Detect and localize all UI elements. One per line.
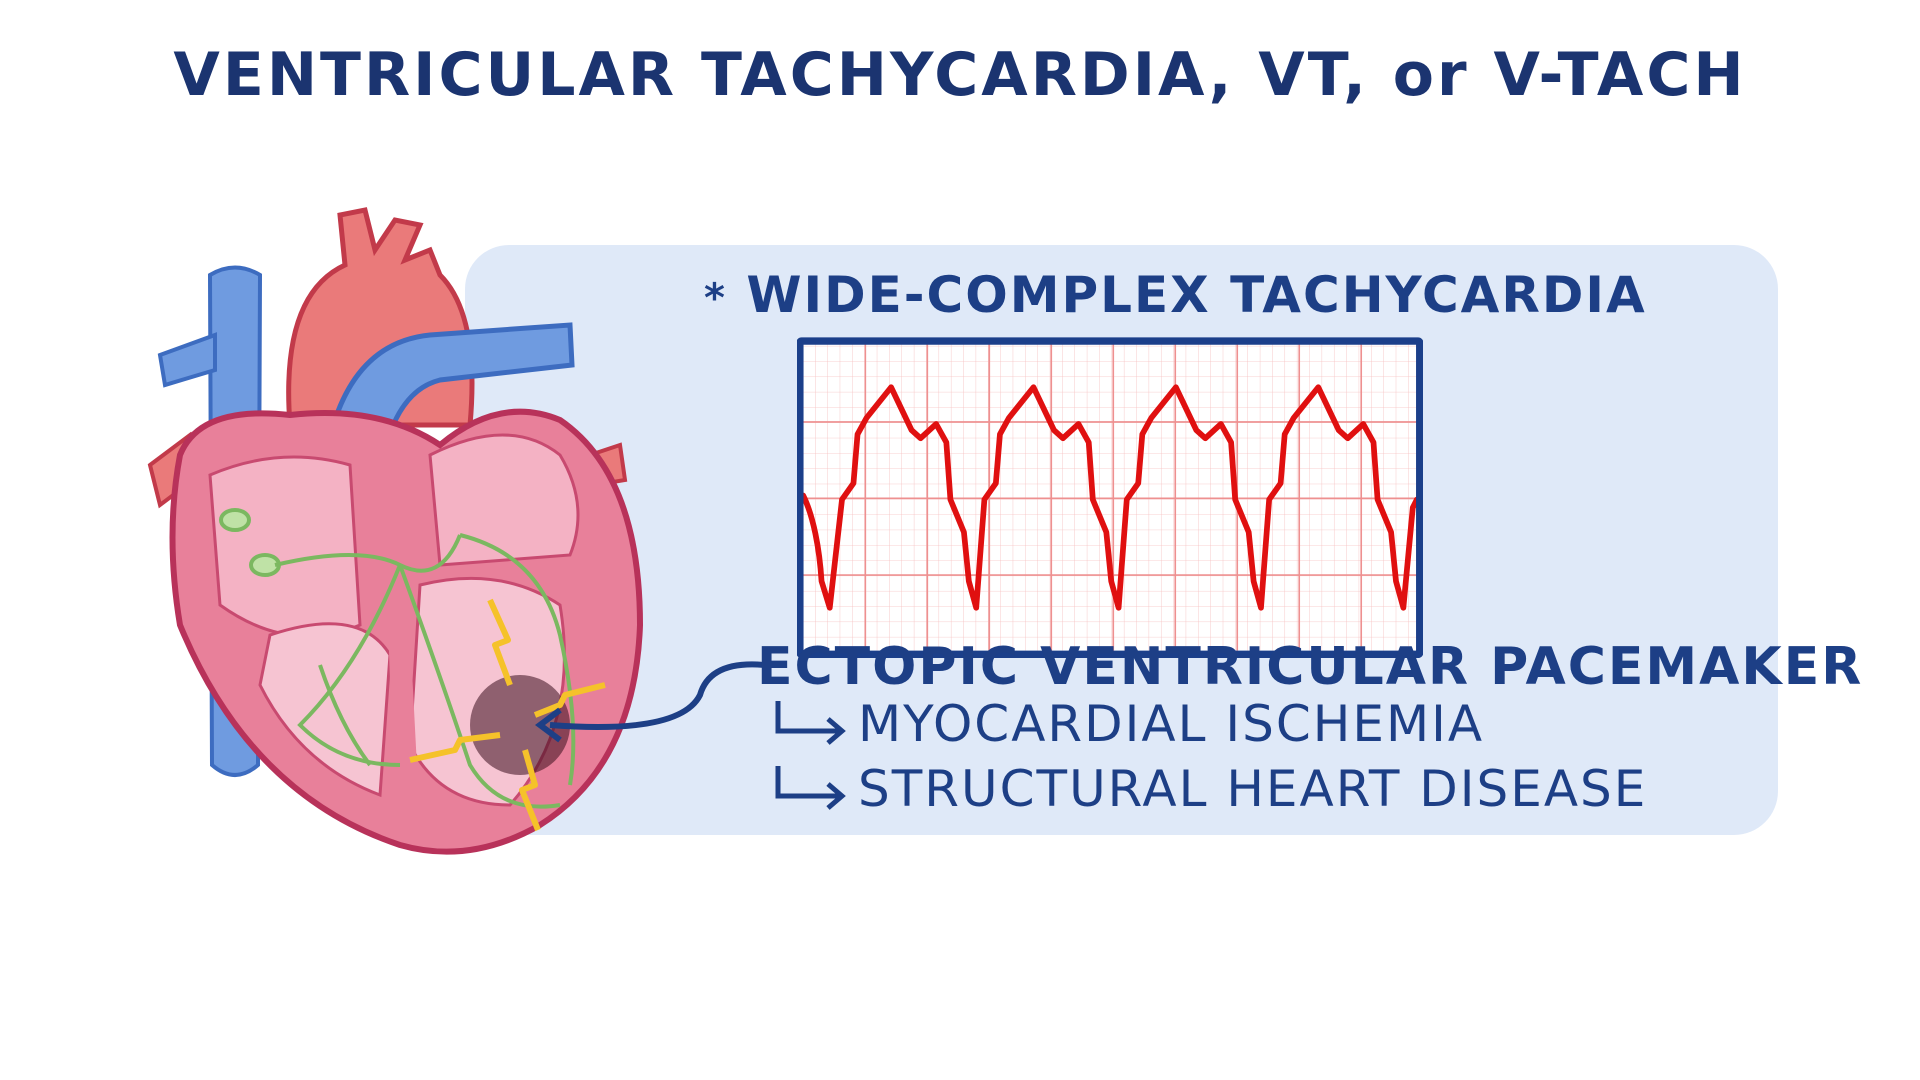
ecg-strip: [797, 337, 1423, 658]
subtitle-text: WIDE-COMPLEX TACHYCARDIA: [746, 266, 1647, 324]
pointer-arrow-icon: [535, 661, 766, 743]
arrow-return-right-icon: [775, 766, 846, 810]
cause-item: MYOCARDIAL ISCHEMIA: [770, 695, 1484, 753]
ectopic-pacemaker-label: ECTOPIC VENTRICULAR PACEMAKER: [757, 637, 1864, 697]
arrow-return-right-icon: [775, 701, 846, 745]
asterisk-icon: *: [704, 275, 727, 322]
cause-label: STRUCTURAL HEART DISEASE: [858, 760, 1648, 818]
impulse-arrows-icon: [409, 598, 606, 832]
heart-illustration: [147, 207, 644, 855]
cause-label: MYOCARDIAL ISCHEMIA: [858, 695, 1485, 753]
ecg-frame: [797, 337, 1423, 658]
page-title: VENTRICULAR TACHYCARDIA, VT, or V-TACH: [173, 40, 1747, 110]
cause-item: STRUCTURAL HEART DISEASE: [770, 760, 1647, 818]
subtitle: * WIDE-COMPLEX TACHYCARDIA: [704, 266, 1647, 324]
conduction-system: [219, 508, 576, 809]
septum: [385, 535, 420, 825]
ectopic-focus: [470, 675, 570, 775]
ecg-major-grid: [801, 344, 1419, 651]
ecg-trace: [800, 384, 1420, 611]
